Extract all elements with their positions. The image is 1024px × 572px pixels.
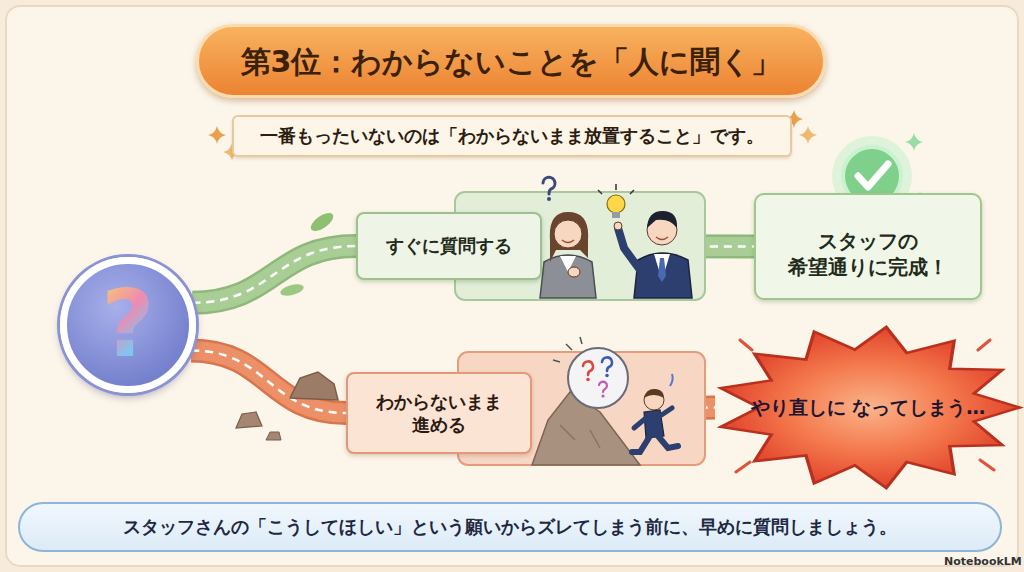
- subtitle-box: 一番もったいないのは「わからないまま放置すること」です。: [232, 115, 792, 157]
- result-box: スタッフの 希望通りに完成！: [754, 193, 982, 300]
- node-text: ?: [101, 279, 154, 371]
- sweat-drop: [670, 374, 673, 386]
- burst-shape: やり直しに なってしまう…: [715, 325, 1021, 490]
- action-box: わからないまま 進める: [346, 372, 532, 454]
- runner-hair: [644, 389, 664, 398]
- question-stroke: [599, 382, 607, 392]
- runner-legs: [632, 436, 678, 452]
- road-surface: [191, 350, 346, 413]
- man-arm: [618, 228, 640, 270]
- node-text: 一番もったいないのは「わからないまま放置すること」です。: [260, 124, 764, 147]
- sparkle: [208, 126, 226, 144]
- woman-face: [554, 220, 582, 248]
- question-dot: [601, 394, 604, 397]
- caption-text: スタッフさんの「こうしてほしい」という願いからズレてしまう前に、早めに質問しまし…: [123, 515, 897, 538]
- action-box: すぐに質問する: [356, 212, 542, 280]
- question-dot: [547, 197, 551, 201]
- man-hair: [647, 211, 677, 228]
- woman-jacket: [540, 255, 596, 298]
- sparkle: [905, 133, 923, 151]
- road-connector: [191, 350, 346, 413]
- road-edge: [192, 246, 356, 303]
- card-panel: [6, 6, 1018, 566]
- woman-hand: [568, 267, 580, 277]
- man-figure: [614, 211, 692, 298]
- man-tie: [658, 258, 666, 282]
- rock: [290, 372, 338, 400]
- question-circle: ?: [60, 257, 196, 393]
- woman-mouth: [562, 240, 574, 243]
- rock: [266, 432, 281, 440]
- leaf: [279, 282, 305, 298]
- running-man: [632, 374, 678, 452]
- woman-hair: [550, 212, 588, 262]
- boulder: [568, 348, 628, 408]
- sparkle: [799, 126, 817, 144]
- man-finger: [614, 222, 622, 230]
- rock: [236, 412, 262, 428]
- watermark-text: NotebookLM: [944, 555, 1022, 568]
- watermark: NotebookLM: [944, 555, 1020, 568]
- runner-arms: [634, 408, 672, 428]
- bulb-glass: [607, 195, 625, 213]
- bulb-rays: [598, 184, 634, 194]
- question-icon: [543, 177, 555, 201]
- question-dot: [586, 378, 590, 382]
- road-surface: [192, 246, 356, 303]
- man-suit: [634, 253, 692, 298]
- leaf: [308, 210, 336, 235]
- bulb-base: [612, 212, 620, 218]
- road-centerline: [192, 246, 356, 303]
- hill-crack: [560, 425, 600, 448]
- check-mark: [858, 164, 888, 187]
- title-banner: 第3位：わからないことを「人に聞く」: [196, 24, 826, 98]
- man-mouth: [656, 237, 668, 240]
- road-centerline: [191, 350, 346, 413]
- caption-banner: スタッフさんの「こうしてほしい」という願いからズレてしまう前に、早めに質問しまし…: [18, 502, 1002, 552]
- question-stroke: [602, 357, 612, 371]
- motion-lines: [553, 337, 582, 362]
- question-stroke: [583, 361, 593, 375]
- title-text: 第3位：わからないことを「人に聞く」: [241, 42, 782, 81]
- lightbulb-icon: [598, 184, 634, 218]
- road-connector: [192, 246, 356, 303]
- burst-polygon: [721, 327, 1020, 488]
- road-edge: [191, 350, 346, 413]
- node-text: スタッフの 希望通りに完成！: [756, 228, 980, 280]
- node-text: わからないまま 進める: [348, 390, 530, 437]
- question-dot: [605, 374, 609, 378]
- node-text: やり直しに なってしまう…: [751, 395, 986, 420]
- woman-figure: [540, 212, 596, 298]
- snowball-boulder: [553, 337, 628, 408]
- node-text: すぐに質問する: [386, 234, 512, 257]
- question-stroke: [543, 177, 555, 194]
